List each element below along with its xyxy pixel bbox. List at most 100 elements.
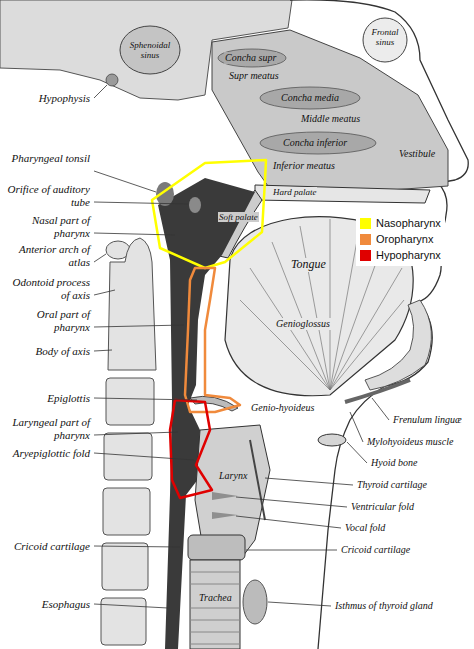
- leader-line: [236, 516, 341, 528]
- part-label: Ventricular fold: [350, 501, 415, 513]
- leader-line: [94, 233, 175, 235]
- part-label: Inferior meatus: [272, 160, 336, 172]
- part-label: Larynx: [218, 470, 248, 482]
- leader-line: [350, 412, 363, 442]
- vertebral-column: [103, 488, 150, 535]
- tongue: [300, 226, 330, 390]
- part-label: Esophagus: [4, 598, 90, 611]
- part-label: Body of axis: [4, 345, 90, 358]
- tongue: [240, 300, 330, 390]
- legend-row: Hypopharynx: [360, 247, 441, 263]
- leader-line: [94, 85, 107, 98]
- larynx: [212, 492, 238, 500]
- legend-row: Oropharynx: [360, 231, 441, 247]
- larynx: [188, 396, 270, 560]
- part-label: Nasal part of pharynx: [4, 214, 90, 239]
- region-outline: [185, 268, 240, 412]
- palate: [255, 185, 430, 203]
- legend-row: Nasopharynx: [360, 215, 441, 231]
- part-label: Frontal sinus: [365, 27, 405, 48]
- leader-line: [94, 325, 184, 327]
- vertebral-column: [101, 238, 156, 645]
- part-label: Hypophysis: [4, 92, 90, 105]
- part-label: Cricoid cartilage: [4, 540, 90, 553]
- leader-line: [94, 453, 194, 460]
- part-label: Supr meatus: [228, 70, 280, 82]
- leader-line: [94, 604, 168, 608]
- larynx: [250, 440, 265, 520]
- mandible: [345, 380, 410, 402]
- legend-text: Hypopharynx: [376, 249, 441, 261]
- trachea: [190, 644, 240, 645]
- part-label: Concha supr: [224, 52, 277, 64]
- leader-line: [372, 398, 389, 420]
- part-label: Frenulum linguæ: [392, 414, 463, 426]
- trachea: [190, 560, 267, 649]
- part-label: Thyroid cartilage: [356, 479, 428, 491]
- tongue: [330, 219, 331, 390]
- part-label: Genio-hyoideus: [250, 402, 315, 414]
- larynx: [188, 535, 245, 560]
- trachea: [190, 560, 240, 649]
- trachea: [243, 580, 267, 624]
- legend-text: Nasopharynx: [376, 217, 441, 229]
- vertebral-column: [108, 238, 156, 370]
- vertebral-column: [102, 543, 148, 590]
- leader-line: [246, 550, 337, 551]
- nasal-cavity: [260, 132, 376, 154]
- leader-line: [94, 85, 389, 608]
- part-label: Vestibule: [398, 148, 436, 160]
- legend-swatch: [360, 218, 371, 229]
- leader-line: [94, 398, 197, 400]
- nasal-cavity: [218, 49, 286, 67]
- skull-base: [106, 74, 118, 86]
- trachea: [190, 620, 240, 621]
- part-label: Soft palate: [218, 212, 259, 222]
- legend-text: Oropharynx: [376, 233, 433, 245]
- leader-line: [94, 290, 115, 295]
- legend-box: NasopharynxOropharynxHypopharynx: [356, 212, 445, 266]
- leader-line: [94, 350, 112, 351]
- part-label: Mylohyoideus muscle: [366, 436, 454, 448]
- part-label: Isthmus of thyroid gland: [334, 600, 434, 612]
- leader-line: [94, 546, 180, 547]
- nasal-cavity: [212, 30, 448, 190]
- trachea: [190, 584, 240, 585]
- vertebral-column: [106, 378, 154, 425]
- face-outline: [363, 18, 407, 62]
- larynx: [212, 512, 238, 519]
- part-label: Tongue: [290, 258, 327, 272]
- part-label: Orifice of auditory tube: [4, 183, 90, 208]
- pharynx-lumen: [189, 197, 201, 213]
- part-label: Hard palate: [272, 187, 317, 197]
- legend-swatch: [360, 250, 371, 261]
- part-label: Laryngeal part of pharynx: [4, 416, 90, 441]
- trachea: [190, 572, 240, 644]
- part-label: Cricoid cartilage: [340, 544, 411, 556]
- leader-line: [265, 478, 353, 485]
- tongue: [250, 268, 330, 390]
- trachea: [190, 608, 240, 609]
- part-label: Pharyngeal tonsil: [4, 152, 90, 165]
- legend-swatch: [360, 234, 371, 245]
- leader-line: [94, 202, 188, 204]
- region-outline: [170, 400, 212, 498]
- part-label: Odontoid process of axis: [4, 276, 90, 301]
- part-label: Sphenoidal sinus: [122, 40, 178, 61]
- part-label: Vocal fold: [344, 522, 386, 534]
- part-label: Anterior arch of atlas: [4, 243, 90, 268]
- trachea: [190, 572, 240, 573]
- mandible: [365, 300, 431, 390]
- leader-line: [347, 442, 367, 463]
- nasal-cavity: [260, 87, 360, 109]
- nasal-cavity: [212, 30, 448, 190]
- tongue: [272, 242, 330, 390]
- part-label: Genioglossus: [275, 318, 331, 330]
- part-label: Concha media: [280, 92, 340, 104]
- part-label: Hyoid bone: [370, 457, 418, 469]
- part-label: Epiglottis: [4, 392, 90, 405]
- leader-line: [94, 254, 106, 262]
- part-label: Oral part of pharynx: [4, 308, 90, 333]
- part-label: Aryepiglottic fold: [4, 447, 90, 460]
